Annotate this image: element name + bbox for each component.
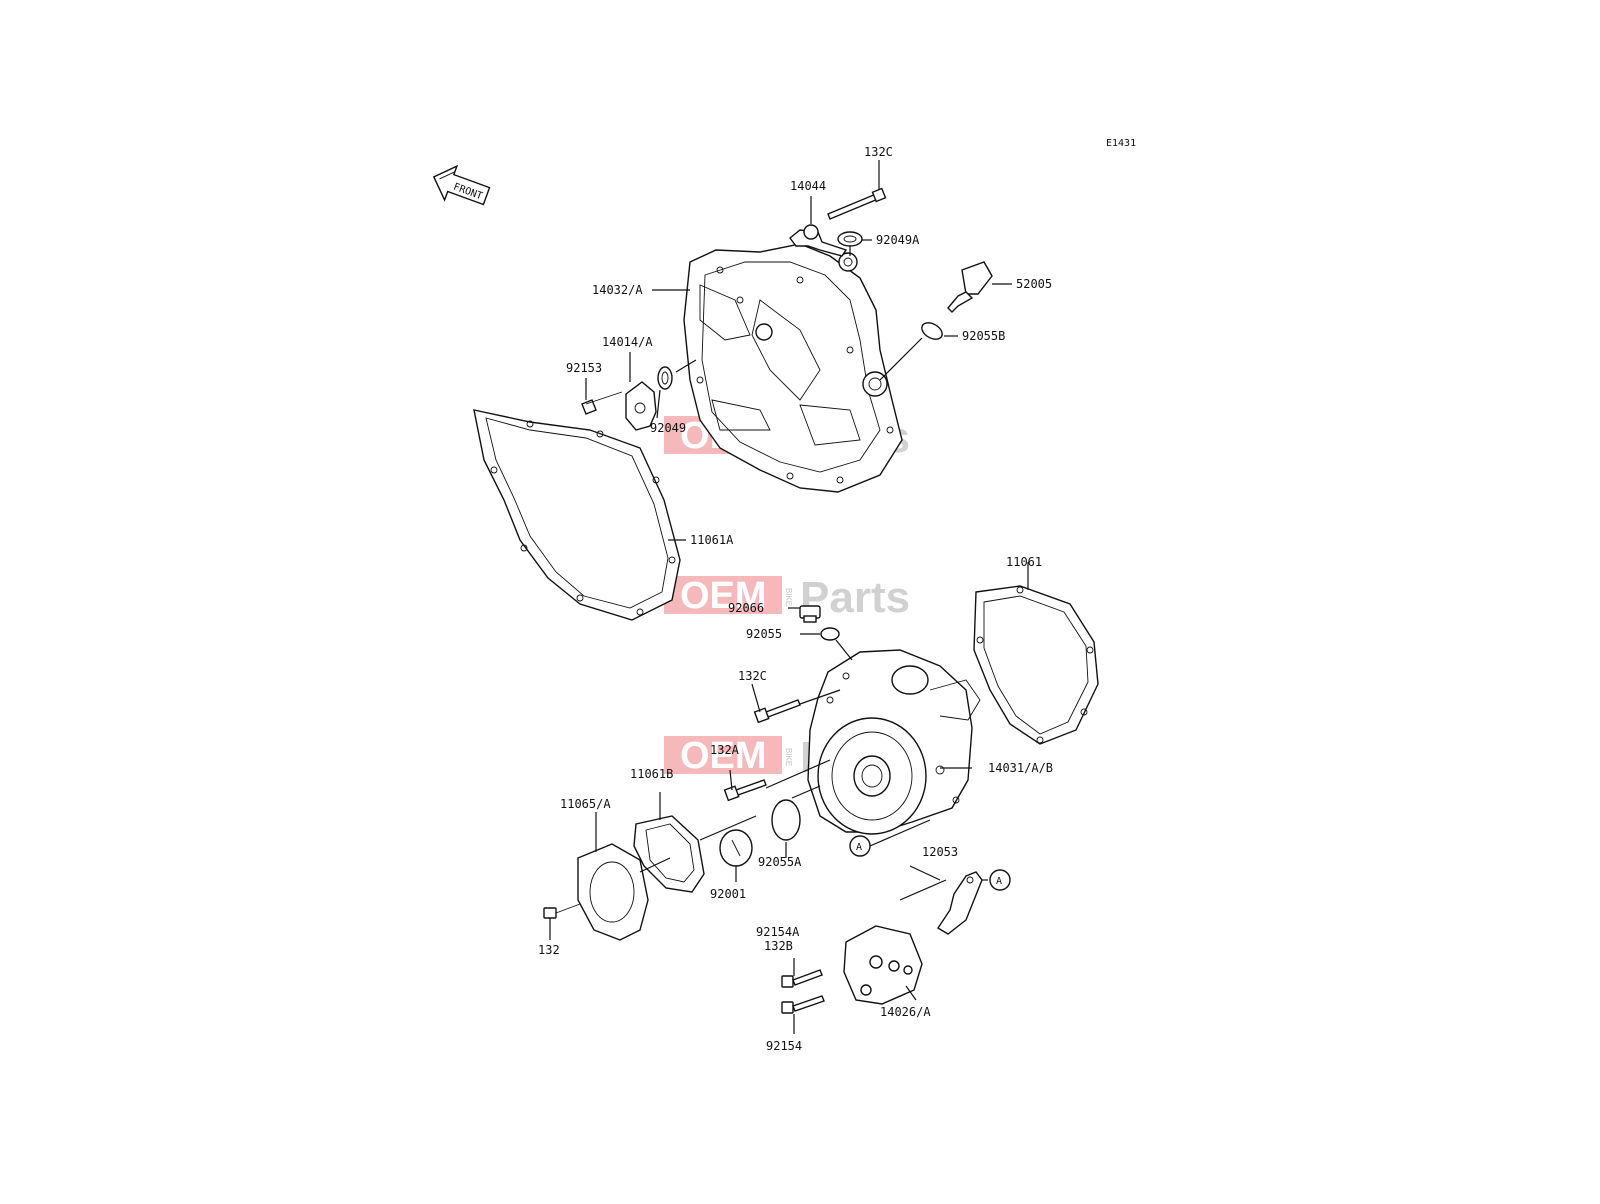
label-92154a[interactable]: 92154A (756, 925, 800, 939)
bolt-92153 (581, 391, 623, 415)
label-52005[interactable]: 52005 (1016, 277, 1052, 291)
o-ring-92055b (921, 322, 943, 340)
bolt-132 (543, 903, 581, 919)
callout-a-left-text: A (856, 842, 862, 853)
callout-a-right-text: A (996, 876, 1002, 887)
lever-12053 (937, 871, 983, 935)
cap-92001 (719, 829, 753, 867)
bolt-92154 (781, 995, 825, 1014)
front-arrow-icon: FRONT (432, 164, 491, 206)
bracket-14044 (789, 224, 848, 257)
gasket-11061b (633, 815, 705, 893)
label-132c-mid[interactable]: 132C (738, 669, 767, 683)
bolt-132c-top (827, 187, 887, 220)
watermark-bike-text: BIKE (784, 588, 793, 606)
label-12053[interactable]: 12053 (922, 845, 958, 859)
callout-a-left: A (849, 835, 871, 857)
label-11061b[interactable]: 11061B (630, 767, 673, 781)
generator-cover-14031 (807, 649, 981, 835)
label-92001[interactable]: 92001 (710, 887, 746, 901)
label-92066[interactable]: 92066 (728, 601, 764, 615)
label-132[interactable]: 132 (538, 943, 560, 957)
crankcase-cover-14032 (683, 243, 903, 493)
watermark-oem-text: OEM (680, 575, 767, 617)
label-11061[interactable]: 11061 (1006, 555, 1042, 569)
oil-filler-cap-52005 (947, 261, 993, 313)
label-92055b[interactable]: 92055B (962, 329, 1005, 343)
bolt-132c-mid (753, 699, 801, 724)
label-92055[interactable]: 92055 (746, 627, 782, 641)
bolt-132a (723, 779, 767, 802)
gasket-11061 (973, 585, 1099, 745)
plug-92066 (799, 605, 821, 623)
label-11061a[interactable]: 11061A (690, 533, 734, 547)
label-92049[interactable]: 92049 (650, 421, 686, 435)
label-132b[interactable]: 132B (764, 939, 793, 953)
label-92154[interactable]: 92154 (766, 1039, 802, 1053)
watermark-2: OEM BIKE Parts (664, 573, 910, 622)
label-14014a[interactable]: 14014/A (602, 335, 653, 349)
bracket-14026a (843, 925, 923, 1005)
label-11065a[interactable]: 11065/A (560, 797, 611, 811)
watermark-bike-text: BIKE (784, 748, 793, 766)
leader-lines (549, 160, 1029, 1034)
gasket-11061a (473, 409, 681, 621)
bolt-132b (781, 969, 823, 988)
diagram-code: E1431 (1106, 138, 1136, 149)
o-ring-92055a (771, 799, 801, 841)
label-14031ab[interactable]: 14031/A/B (988, 761, 1053, 775)
label-14044[interactable]: 14044 (790, 179, 826, 193)
label-14026a[interactable]: 14026/A (880, 1005, 931, 1019)
plate-14014a (625, 381, 657, 431)
cover-11065a (577, 843, 649, 941)
label-132a[interactable]: 132A (710, 743, 740, 757)
oil-seal-92049 (657, 366, 673, 390)
part-labels: 132C 14044 92049A 14032/A 52005 92055B 1… (538, 145, 1053, 1053)
label-132c-top[interactable]: 132C (864, 145, 893, 159)
oil-seal-92049a (837, 231, 863, 247)
label-92049a[interactable]: 92049A (876, 233, 920, 247)
watermark-oem-text: OEM (680, 735, 767, 777)
label-92055a[interactable]: 92055A (758, 855, 802, 869)
label-92153[interactable]: 92153 (566, 361, 602, 375)
label-14032a[interactable]: 14032/A (592, 283, 643, 297)
callout-a-right: A (989, 869, 1011, 891)
o-ring-92055 (820, 627, 840, 641)
